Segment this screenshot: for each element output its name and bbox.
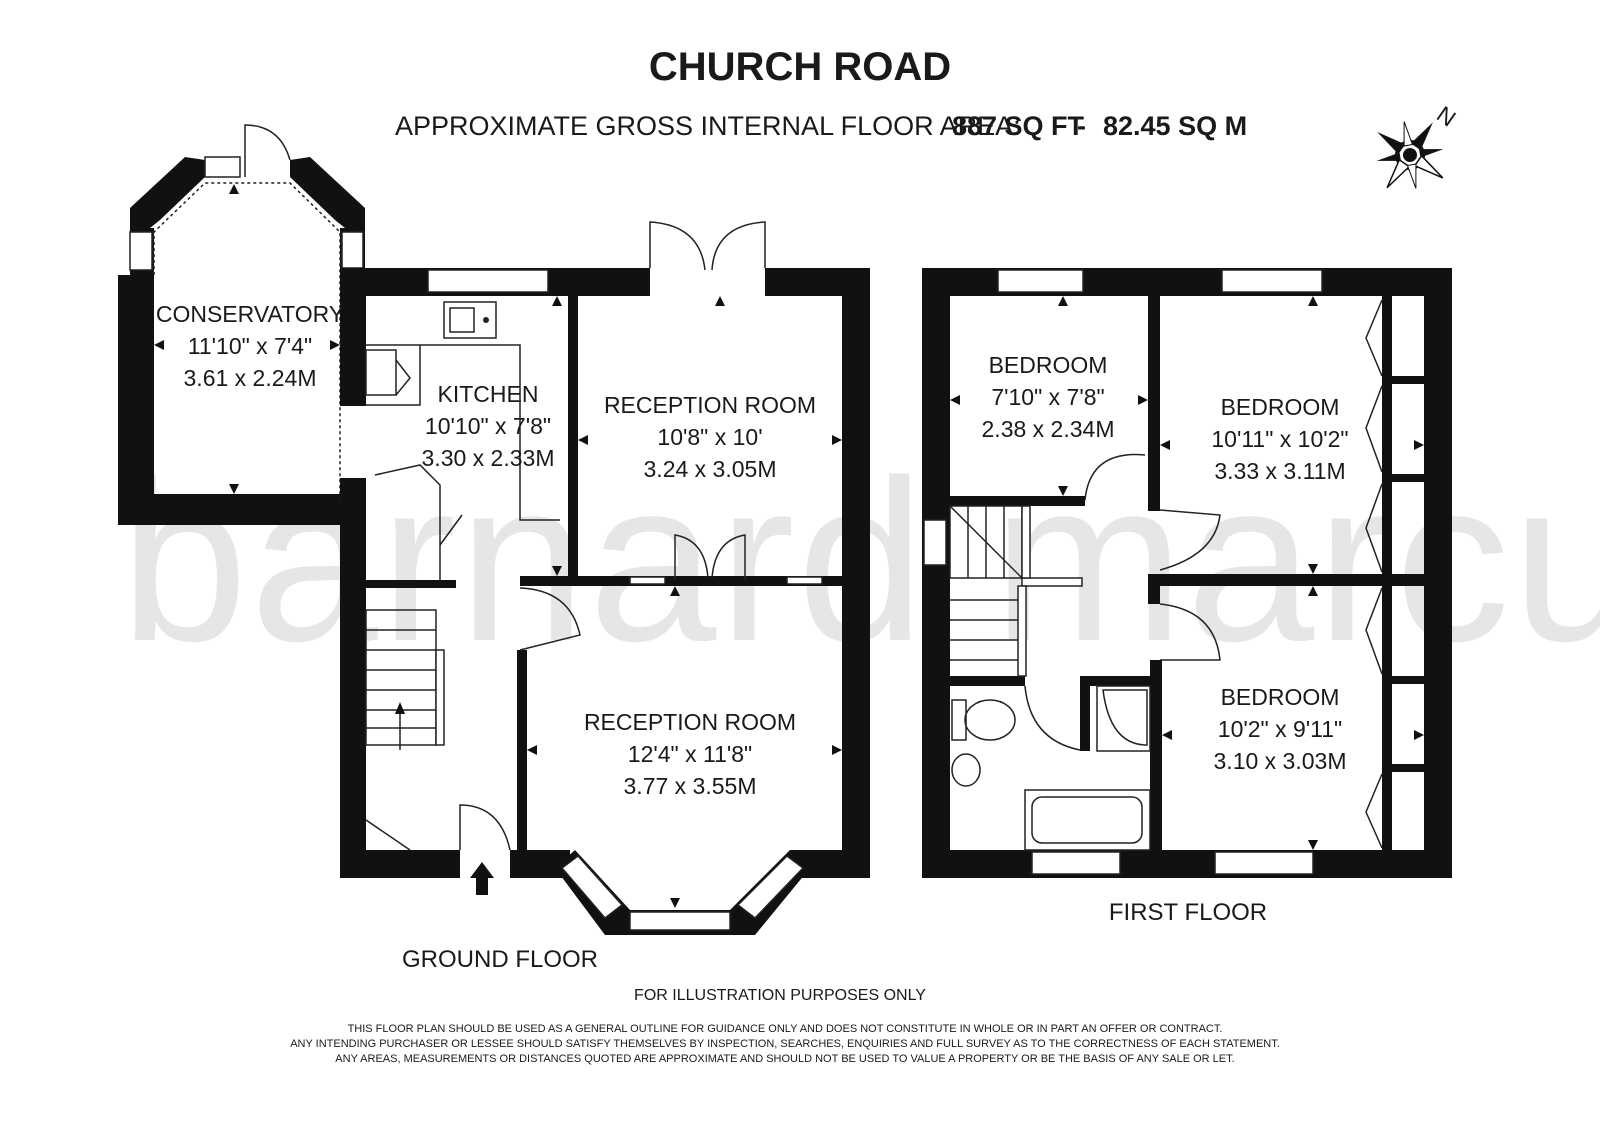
area-label: APPROXIMATE GROSS INTERNAL FLOOR AREA: [395, 111, 1021, 141]
area-sqm: 82.45 SQ M [1103, 111, 1247, 141]
room-label-conservatory: CONSERVATORY 11'10" x 7'4" 3.61 x 2.24M [156, 301, 344, 391]
room-label-bedroom-1: BEDROOM 7'10" x 7'8" 2.38 x 2.34M [982, 352, 1115, 442]
disclaimer-line: ANY INTENDING PURCHASER OR LESSEE SHOULD… [290, 1038, 1280, 1050]
room-imperial: 10'8" x 10' [657, 424, 762, 450]
ground-floor-walls [118, 156, 870, 935]
first-floor-label: FIRST FLOOR [1109, 899, 1267, 926]
room-name: RECEPTION ROOM [584, 709, 796, 735]
room-imperial: 10'10" x 7'8" [425, 413, 551, 439]
disclaimer-line: ANY AREAS, MEASUREMENTS OR DISTANCES QUO… [335, 1053, 1234, 1065]
room-label-reception-2: RECEPTION ROOM 12'4" x 11'8" 3.77 x 3.55… [584, 709, 796, 799]
area-separator: - [1077, 111, 1086, 141]
room-metric: 3.33 x 3.11M [1214, 458, 1345, 484]
room-imperial: 7'10" x 7'8" [991, 384, 1104, 410]
room-label-kitchen: KITCHEN 10'10" x 7'8" 3.30 x 2.33M [422, 381, 555, 471]
room-imperial: 11'10" x 7'4" [188, 333, 312, 359]
room-metric: 3.30 x 2.33M [422, 445, 555, 471]
room-label-reception-1: RECEPTION ROOM 10'8" x 10' 3.24 x 3.05M [604, 392, 816, 482]
room-metric: 3.10 x 3.03M [1214, 748, 1347, 774]
first-floor-fixtures [949, 299, 1383, 851]
room-name: BEDROOM [1221, 684, 1340, 710]
ground-floor-fixtures [244, 124, 766, 895]
area-sqft: 887 SQ FT [952, 111, 1085, 141]
room-metric: 2.38 x 2.34M [982, 416, 1115, 442]
room-name: BEDROOM [1221, 394, 1340, 420]
room-imperial: 10'2" x 9'11" [1218, 716, 1342, 742]
ground-floor-label: GROUND FLOOR [402, 946, 598, 973]
room-name: CONSERVATORY [156, 301, 344, 327]
room-metric: 3.24 x 3.05M [644, 456, 777, 482]
room-name: RECEPTION ROOM [604, 392, 816, 418]
compass-icon [1376, 121, 1444, 189]
room-name: KITCHEN [438, 381, 539, 407]
room-metric: 3.61 x 2.24M [184, 365, 317, 391]
room-name: BEDROOM [989, 352, 1108, 378]
page-title: CHURCH ROAD [649, 45, 951, 89]
room-imperial: 12'4" x 11'8" [628, 741, 752, 767]
compass-north-label: N [1432, 101, 1461, 132]
room-imperial: 10'11" x 10'2" [1211, 426, 1348, 452]
first-floor-walls [922, 268, 1452, 878]
illustration-note: FOR ILLUSTRATION PURPOSES ONLY [634, 987, 926, 1004]
disclaimer-line: THIS FLOOR PLAN SHOULD BE USED AS A GENE… [348, 1023, 1223, 1035]
room-metric: 3.77 x 3.55M [624, 773, 757, 799]
dimension-markers [154, 184, 1424, 908]
room-label-bedroom-3: BEDROOM 10'2" x 9'11" 3.10 x 3.03M [1214, 684, 1347, 774]
room-label-bedroom-2: BEDROOM 10'11" x 10'2" 3.33 x 3.11M [1211, 394, 1348, 484]
